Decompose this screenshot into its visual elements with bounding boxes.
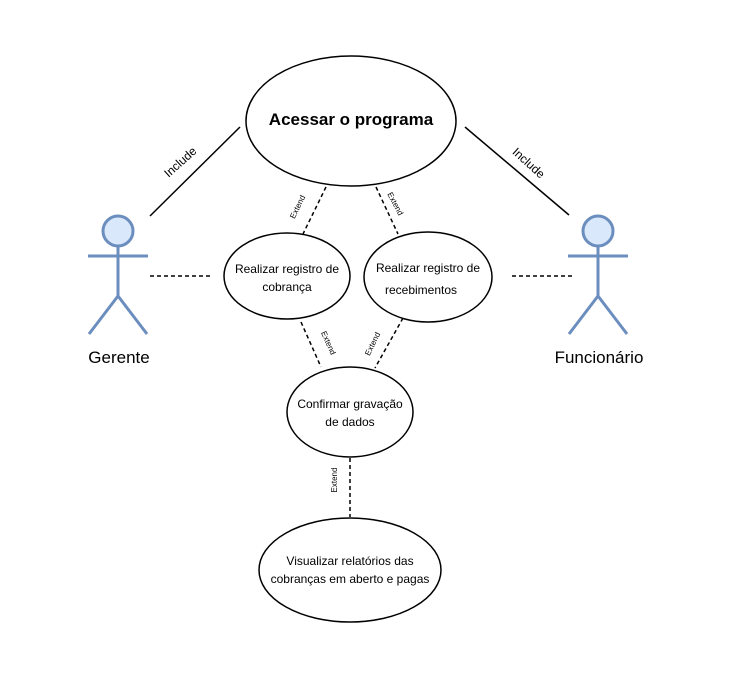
extend-main-cobranca-label: Extend bbox=[288, 194, 307, 220]
use-case-confirmar-gravacao-line1: Confirmar gravação bbox=[297, 397, 403, 411]
use-case-visualizar-relatorios[interactable]: Visualizar relatórios das cobranças em a… bbox=[258, 517, 442, 623]
use-case-registro-cobranca-line2: cobrança bbox=[262, 280, 312, 294]
use-case-registro-cobranca[interactable]: Realizar registro de cobrança bbox=[223, 232, 351, 320]
actor-gerente-head bbox=[101, 214, 135, 248]
actor-funcionario[interactable]: Funcionário bbox=[555, 214, 644, 367]
use-case-acessar-programa-ellipse bbox=[245, 55, 457, 187]
actor-gerente-left-leg bbox=[87, 295, 120, 335]
use-case-confirmar-gravacao[interactable]: Confirmar gravação de dados bbox=[286, 366, 414, 458]
extend-recebimentos-confirmar-line bbox=[374, 317, 404, 369]
extend-recebimentos-confirmar-label: Extend bbox=[363, 331, 382, 357]
use-case-visualizar-relatorios-line1: Visualizar relatórios das bbox=[286, 554, 413, 568]
actor-funcionario-label: Funcionário bbox=[555, 348, 644, 367]
include-left-line bbox=[149, 126, 241, 217]
extend-confirmar-relatorios-label: Extend bbox=[330, 468, 339, 493]
actor-funcionario-head bbox=[581, 214, 615, 248]
extend-main-recebimentos-line bbox=[375, 186, 399, 235]
use-case-registro-recebimentos-line1: Realizar registro de bbox=[376, 261, 480, 275]
extend-cobranca-confirmar-line bbox=[300, 321, 322, 368]
use-case-visualizar-relatorios-ellipse bbox=[258, 517, 442, 623]
use-case-acessar-programa[interactable]: Acessar o programa bbox=[245, 55, 457, 187]
actor-gerente-right-leg bbox=[116, 295, 149, 335]
include-right-line bbox=[464, 126, 570, 216]
include-right-label: Include bbox=[510, 145, 548, 182]
use-case-confirmar-gravacao-line2: de dados bbox=[325, 415, 374, 429]
use-case-registro-recebimentos-ellipse bbox=[363, 231, 493, 323]
use-case-confirmar-gravacao-ellipse bbox=[286, 366, 414, 458]
extend-cobranca-confirmar-label: Extend bbox=[319, 330, 337, 356]
use-case-registro-cobranca-ellipse bbox=[223, 232, 351, 320]
actor-funcionario-left-leg bbox=[567, 295, 600, 335]
actor-funcionario-right-leg bbox=[596, 295, 629, 335]
use-case-registro-cobranca-line1: Realizar registro de bbox=[235, 262, 339, 276]
actor-gerente-label: Gerente bbox=[88, 348, 149, 367]
include-left-label: Include bbox=[161, 144, 199, 181]
use-case-registro-recebimentos-line2: recebimentos bbox=[385, 283, 457, 297]
use-case-registro-recebimentos[interactable]: Realizar registro de recebimentos bbox=[363, 231, 493, 323]
extend-main-cobranca-line bbox=[302, 186, 327, 235]
use-case-acessar-programa-label: Acessar o programa bbox=[269, 110, 434, 129]
use-case-visualizar-relatorios-line2: cobranças em aberto e pagas bbox=[271, 572, 430, 586]
actor-gerente[interactable]: Gerente bbox=[87, 214, 150, 367]
